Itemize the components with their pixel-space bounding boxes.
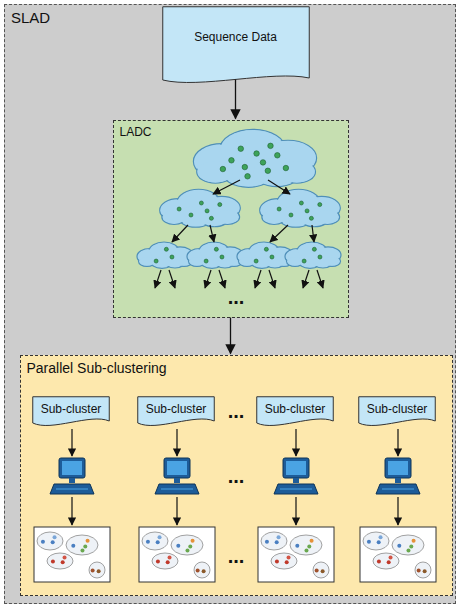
tree-arrow — [270, 225, 288, 242]
sub-cluster-document: Sub-cluster — [32, 396, 110, 429]
document-shape — [359, 397, 436, 426]
tree-arrow — [205, 270, 211, 288]
tree-arrow — [176, 497, 177, 525]
tree-arrow — [303, 270, 309, 288]
computer-icon — [155, 458, 199, 494]
data-cloud — [160, 189, 241, 227]
parallel-workers — [34, 429, 436, 582]
computer-icon — [50, 458, 94, 494]
tree-arrow — [268, 180, 290, 194]
region-title: SLAD — [11, 9, 50, 27]
tree-arrow — [269, 270, 275, 288]
computer-icon — [376, 458, 420, 494]
sub-cluster-document: Sub-cluster — [358, 396, 436, 429]
tree-arrow — [317, 270, 323, 288]
document-label: Sub-cluster — [146, 402, 207, 416]
tree-arrow — [71, 429, 72, 456]
document-shape — [162, 6, 309, 82]
document-label: Sub-cluster — [367, 402, 428, 416]
ellipsis-label: ... — [228, 546, 245, 566]
sub-cluster-document: Sub-cluster — [256, 396, 334, 429]
document-shape — [138, 397, 215, 426]
region-title: Parallel Sub-clustering — [27, 360, 167, 377]
ellipsis-label: ... — [228, 287, 245, 307]
data-cloud — [137, 242, 193, 268]
cluster-tree — [137, 129, 341, 288]
tree-arrow — [255, 270, 261, 288]
tree-arrow — [219, 270, 225, 288]
tree-arrow — [169, 270, 175, 288]
ellipsis-label: ... — [228, 466, 245, 486]
data-cloud — [285, 242, 341, 268]
tree-arrow — [210, 225, 214, 242]
cluster-result — [258, 527, 334, 582]
cluster-result — [360, 527, 436, 582]
tree-arrow — [397, 497, 398, 525]
data-document: Sequence Data — [162, 6, 310, 86]
tree-arrow — [312, 225, 314, 242]
flow-arrow — [230, 318, 231, 354]
tree-arrow — [176, 429, 177, 456]
sub-cluster-document: Sub-cluster — [137, 396, 215, 429]
region-title: LADC — [120, 125, 152, 139]
tree-arrow — [172, 225, 188, 242]
data-cloud — [193, 129, 316, 187]
document-shape — [33, 397, 110, 426]
tree-arrow — [71, 497, 72, 525]
flow-arrow — [235, 80, 236, 119]
document-label: Sequence Data — [194, 30, 277, 44]
cluster-result — [34, 527, 110, 582]
document-outline — [162, 6, 310, 86]
tree-arrow — [397, 429, 398, 456]
document-shape — [257, 397, 334, 426]
computer-icon — [274, 458, 318, 494]
document-label: Sub-cluster — [265, 402, 326, 416]
tree-arrow — [213, 180, 240, 194]
tree-arrow — [295, 429, 296, 456]
cluster-result — [139, 527, 215, 582]
tree-arrow — [295, 497, 296, 525]
tree-arrow — [155, 270, 161, 288]
data-cloud — [260, 189, 341, 227]
document-label: Sub-cluster — [41, 402, 102, 416]
ellipsis-label: ... — [228, 401, 245, 421]
data-cloud — [187, 242, 243, 268]
